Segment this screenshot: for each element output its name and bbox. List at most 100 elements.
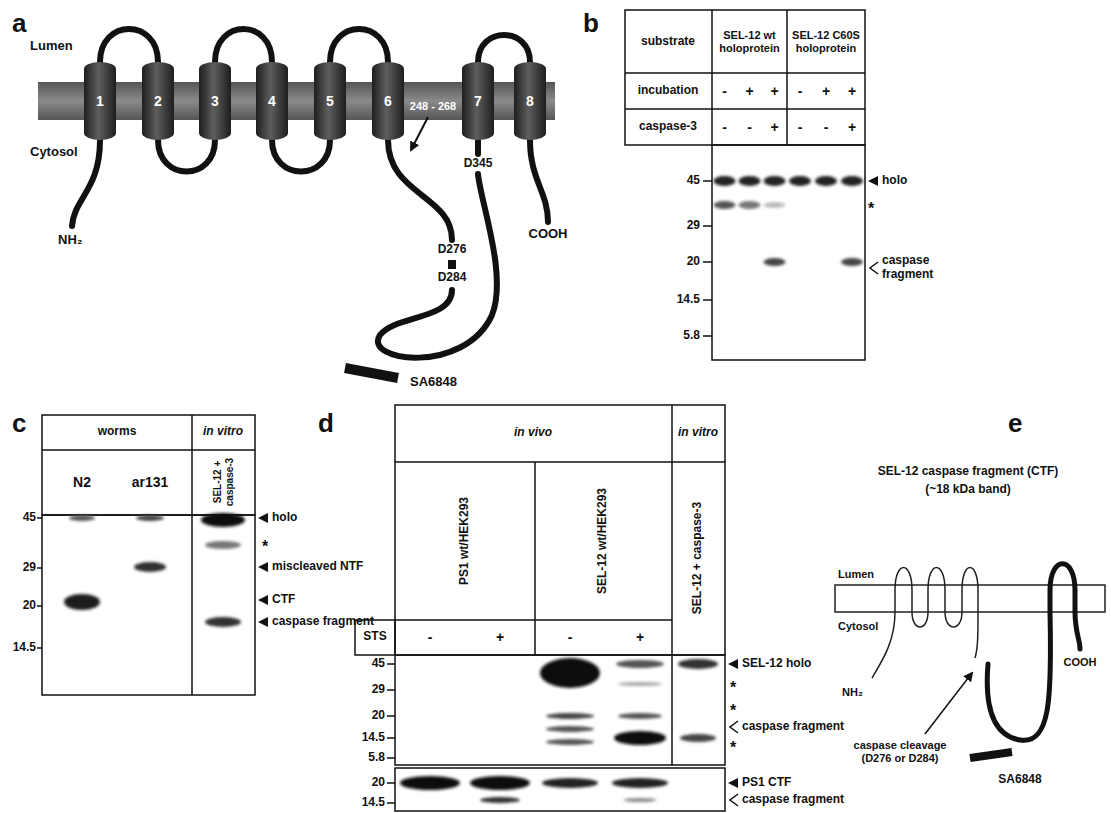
table-cell: - xyxy=(798,83,803,99)
band-label: SEL-12 holo xyxy=(742,657,811,671)
antibody-label: SA6848 xyxy=(998,773,1041,787)
panel-letter: d xyxy=(318,409,334,439)
terminus-label: NH₂ xyxy=(842,686,863,699)
table-cell: in vitro xyxy=(678,426,718,440)
table-cell: + xyxy=(496,629,504,645)
table-cell: PS1 wt/HEK293 xyxy=(458,497,472,585)
band-label: holo xyxy=(272,511,297,525)
band-label: caspase fragment xyxy=(272,615,374,629)
table-cell: substrate xyxy=(641,35,695,49)
marker-size: 45 xyxy=(23,511,36,525)
terminus-label: NH₂ xyxy=(58,233,83,248)
marker-size: 14.5 xyxy=(677,293,700,307)
panel-letter: c xyxy=(12,409,26,439)
table-cell: - xyxy=(568,629,573,645)
band-asterisk: * xyxy=(868,200,874,218)
helix-number: 3 xyxy=(211,93,219,109)
table-cell: + xyxy=(848,83,856,99)
table-cell: N2 xyxy=(73,474,91,490)
antibody-label: SA6848 xyxy=(410,375,457,390)
table-cell: ar131 xyxy=(132,474,169,490)
table-cell: + xyxy=(848,119,856,135)
helix-cylinder: 1 xyxy=(84,62,116,140)
table-grid-b xyxy=(625,10,865,360)
helix-number: 7 xyxy=(474,93,482,109)
helix-number: 4 xyxy=(268,93,276,109)
terminus-label: COOH xyxy=(1064,656,1097,669)
table-cell: STS xyxy=(363,630,386,644)
helix-cylinder: 7 xyxy=(462,62,494,140)
membrane-outline xyxy=(835,585,1105,612)
table-cell: + xyxy=(770,119,778,135)
protein-chain xyxy=(72,29,548,358)
pointer-arrow xyxy=(925,673,972,734)
cleaved-chain xyxy=(872,568,978,679)
table-cell: - xyxy=(824,119,829,135)
marker-size: 29 xyxy=(372,683,385,697)
marker-size: 45 xyxy=(372,657,385,671)
marker-size: 20 xyxy=(23,599,36,613)
helix-cylinder: 2 xyxy=(142,62,174,140)
blot-bands-b xyxy=(714,176,864,266)
table-cell: in vivo xyxy=(514,426,552,440)
table-cell: - xyxy=(798,119,803,135)
panel-letter: a xyxy=(12,9,26,39)
table-cell: - xyxy=(722,83,727,99)
helix-cylinder: 4 xyxy=(256,62,288,140)
terminus-label: COOH xyxy=(529,227,568,242)
helix-cylinder: 3 xyxy=(199,62,231,140)
chain-link xyxy=(448,260,456,269)
marker-size: 20 xyxy=(372,776,385,790)
band-label: CTF xyxy=(272,593,295,607)
compartment-label: Lumen xyxy=(30,39,73,54)
band-asterisk: * xyxy=(730,739,736,757)
table-cell: SEL-12 wt holoprotein xyxy=(714,29,786,54)
helix-number: 6 xyxy=(384,93,392,109)
callout-note: caspase cleavage (D276 or D284) xyxy=(844,739,956,764)
panel-title: SEL-12 caspase fragment (CTF) xyxy=(878,465,1059,479)
table-cell: - xyxy=(747,119,752,135)
table-cell: incubation xyxy=(638,84,699,98)
panel-letter: b xyxy=(583,9,599,39)
panel-letter: e xyxy=(1008,409,1022,439)
antibody-epitope-bar xyxy=(970,752,1012,758)
marker-size: 20 xyxy=(687,255,700,269)
compartment-label: Cytosol xyxy=(838,620,878,633)
marker-size: 5.8 xyxy=(368,751,385,765)
residue-range: 248 - 268 xyxy=(410,100,456,113)
table-cell: in vitro xyxy=(203,425,243,439)
marker-size: 5.8 xyxy=(683,329,700,343)
residue-label: D276 xyxy=(438,243,467,257)
helix-number: 5 xyxy=(326,93,334,109)
marker-size: 14.5 xyxy=(362,731,385,745)
table-cell: worms xyxy=(98,425,137,439)
residue-label: D284 xyxy=(438,271,467,285)
topology-a xyxy=(38,29,555,378)
table-cell: + xyxy=(745,83,753,99)
marker-size: 14.5 xyxy=(13,641,36,655)
topology-e xyxy=(835,564,1105,758)
band-pointer xyxy=(868,176,878,186)
table-cell: SEL-12 wt/HEK293 xyxy=(596,488,610,594)
band-pointers-c xyxy=(258,513,268,627)
helix-number: 1 xyxy=(96,93,104,109)
table-cell: SEL-12 C60S holoprotein xyxy=(788,29,864,54)
marker-size: 29 xyxy=(23,561,36,575)
residue-label: D345 xyxy=(464,157,493,171)
band-chevron xyxy=(870,262,878,274)
band-label: PS1 CTF xyxy=(742,776,791,790)
table-grid-c xyxy=(37,415,255,695)
compartment-label: Cytosol xyxy=(30,145,78,160)
blot-bands-d xyxy=(400,658,718,803)
panel-subtitle: (~18 kDa band) xyxy=(925,483,1011,497)
table-cell: + xyxy=(770,83,778,99)
fragment-chain xyxy=(987,564,1080,741)
band-asterisk: * xyxy=(730,702,736,720)
band-asterisk: * xyxy=(730,679,736,697)
band-chevron xyxy=(730,794,738,806)
helix-cylinder: 6 xyxy=(372,62,404,140)
compartment-label: Lumen xyxy=(838,568,874,581)
band-asterisk: * xyxy=(262,538,268,556)
marker-size: 14.5 xyxy=(362,796,385,810)
